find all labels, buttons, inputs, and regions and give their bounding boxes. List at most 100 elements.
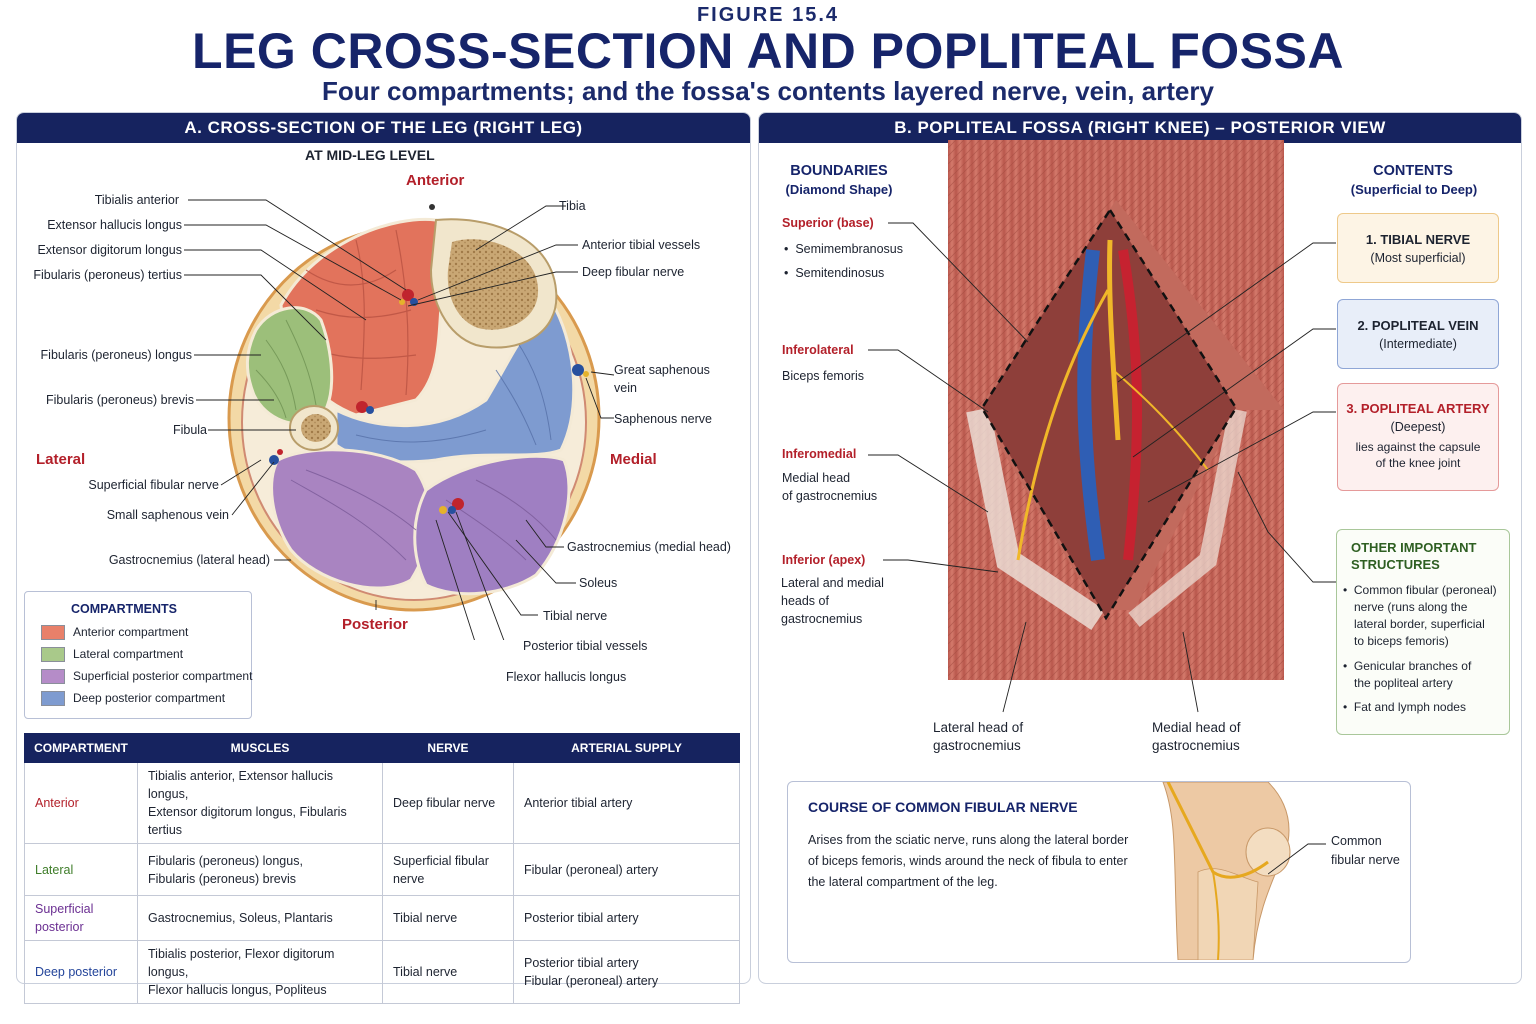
boundary-semitendinosus: • Semitendinosus	[784, 266, 885, 280]
medial-head-label-1: Medial head of	[1152, 720, 1241, 735]
tibia-marrow	[447, 239, 539, 330]
row-artery: Anterior tibial artery	[513, 762, 740, 844]
label-saphenous-nerve: Saphenous nerve	[614, 412, 712, 426]
row-nerve: Tibial nerve	[382, 895, 514, 941]
inferomedial-text-1: Medial head	[782, 471, 851, 485]
legend-swatch-deep-posterior	[41, 691, 65, 706]
label-tibia: Tibia	[559, 199, 586, 213]
row-compartment: Deep posterior	[24, 940, 138, 1004]
row-artery: Fibular (peroneal) artery	[513, 843, 740, 896]
popliteal-fossa-illustration	[948, 140, 1284, 680]
compartment-table: COMPARTMENT MUSCLES NERVE ARTERIAL SUPPL…	[24, 733, 740, 1004]
table-row: Deep posterior Tibialis posterior, Flexo…	[24, 940, 740, 1004]
table-row: Lateral Fibularis (peroneus) longus,Fibu…	[24, 843, 740, 896]
small-saphenous-vein	[269, 449, 283, 465]
inferior-text-2: heads of	[781, 594, 829, 608]
great-saphenous-vein	[572, 364, 589, 377]
superior-base-label: Superior (base)	[782, 216, 874, 230]
label-fibularis-longus: Fibularis (peroneus) longus	[40, 348, 192, 362]
label-soleus: Soleus	[579, 576, 618, 590]
label-deep-fibular-nerve: Deep fibular nerve	[582, 265, 685, 279]
label-great-saphenous-vein: Great saphenous vein	[614, 363, 710, 395]
table-header: ARTERIAL SUPPLY	[513, 733, 740, 763]
row-compartment: Lateral	[24, 843, 138, 896]
label-tibial-nerve: Tibial nerve	[543, 609, 608, 623]
label-gastrocnemius-lateral: Gastrocnemius (lateral head)	[108, 553, 270, 567]
inferior-text-1: Lateral and medial	[781, 576, 884, 590]
common-fibular-label-2: fibular nerve	[1331, 853, 1400, 867]
mid-leg-level-label: AT MID-LEG LEVEL	[305, 147, 435, 163]
lateral-head-label-1: Lateral head of	[933, 720, 1024, 735]
row-muscles: Tibialis anterior, Extensor hallucis lon…	[137, 762, 383, 844]
anterior-label: Anterior	[406, 172, 465, 189]
inferior-apex-label: Inferior (apex)	[782, 553, 866, 567]
medial-head-label-2: gastrocnemius	[1152, 738, 1240, 753]
label-anterior-tibial-vessels: Anterior tibial vessels	[582, 238, 701, 252]
label-flexor-hallucis-longus: Flexor hallucis longus	[506, 670, 627, 684]
calf-muscles	[948, 410, 1284, 680]
common-fibular-label-1: Common	[1331, 834, 1382, 848]
course-text: Arises from the sciatic nerve, runs alon…	[808, 833, 1129, 889]
other-item-fibular-nerve: • Common fibular (peroneal) nerve (runs …	[1343, 583, 1497, 648]
row-muscles: Gastrocnemius, Soleus, Plantaris	[137, 895, 383, 941]
compartments-legend: COMPARTMENTS Anterior compartment Latera…	[24, 591, 252, 719]
label-fibularis-tertius: Fibularis (peroneus) tertius	[33, 268, 182, 282]
label-posterior-tibial-vessels: Posterior tibial vessels	[523, 639, 648, 653]
common-fibular-nerve	[1016, 289, 1110, 561]
legend-swatch-anterior	[41, 625, 65, 640]
boundaries-subtitle: (Diamond Shape)	[785, 182, 893, 197]
boundary-semimembranosus: • Semimembranosus	[784, 242, 904, 256]
knee-nerve-illustration	[1162, 782, 1291, 960]
leg-cross-section-diagram	[184, 199, 615, 640]
content-popliteal-vein: 2. POPLITEAL VEIN (Intermediate)	[1337, 299, 1499, 369]
gastrocnemius-lateral	[270, 448, 432, 590]
contents-subtitle: (Superficial to Deep)	[1350, 182, 1478, 197]
popliteal-artery	[1118, 249, 1143, 561]
legend-title: COMPARTMENTS	[71, 602, 178, 616]
fossa-boundary	[980, 207, 1238, 621]
common-fibular-leader	[1268, 843, 1326, 875]
course-title: COURSE OF COMMON FIBULAR NERVE	[808, 799, 1078, 815]
inferolateral-label: Inferolateral	[782, 343, 854, 357]
row-nerve: Superficial fibular nerve	[382, 843, 514, 896]
inferolateral-text: Biceps femoris	[782, 369, 864, 383]
contents-title: CONTENTS	[1373, 163, 1453, 179]
row-compartment: Superficial posterior	[24, 895, 138, 941]
deep-posterior-compartment	[334, 308, 576, 464]
content-tibial-nerve: 1. TIBIAL NERVE (Most superficial)	[1337, 213, 1499, 283]
boundaries-title: BOUNDARIES	[790, 163, 888, 179]
lateral-head-label-2: gastrocnemius	[933, 738, 1021, 753]
other-item-fat-lymph: • Fat and lymph nodes	[1343, 700, 1466, 714]
inferomedial-label: Inferomedial	[782, 447, 857, 461]
legend-swatch-lateral	[41, 647, 65, 662]
panel-b-leader-lines	[868, 222, 1336, 713]
other-structures-box: OTHER IMPORTANT STRUCTURES • Common fibu…	[1336, 529, 1510, 735]
page-subtitle: Four compartments; and the fossa's conte…	[322, 76, 1214, 106]
row-nerve: Deep fibular nerve	[382, 762, 514, 844]
inferior-text-3: gastrocnemius	[781, 612, 863, 626]
lateral-label: Lateral	[36, 451, 86, 468]
table-header: MUSCLES	[137, 733, 383, 763]
inferomedial-text-2: of gastrocnemius	[782, 489, 878, 503]
row-muscles: Fibularis (peroneus) longus,Fibularis (p…	[137, 843, 383, 896]
fibular-vessels	[356, 401, 374, 414]
course-fibular-nerve-box: COURSE OF COMMON FIBULAR NERVE Arises fr…	[787, 781, 1411, 963]
figure-number: FIGURE 15.4	[696, 4, 840, 26]
other-item-genicular: • Genicular branches of the popliteal ar…	[1343, 659, 1472, 690]
label-small-saphenous-vein: Small saphenous vein	[106, 508, 229, 522]
popliteal-vein	[1077, 249, 1105, 561]
legend-swatch-superficial-posterior	[41, 669, 65, 684]
content-popliteal-artery: 3. POPLITEAL ARTERY (Deepest) lies again…	[1337, 383, 1499, 491]
posterior-label: Posterior	[342, 616, 408, 633]
label-extensor-hallucis-longus: Extensor hallucis longus	[47, 218, 182, 232]
row-muscles: Tibialis posterior, Flexor digitorum lon…	[137, 940, 383, 1004]
table-row: Superficial posterior Gastrocnemius, Sol…	[24, 895, 740, 941]
posterior-tibial-vessels	[439, 498, 464, 514]
table-header: NERVE	[382, 733, 514, 763]
label-gastrocnemius-medial: Gastrocnemius (medial head)	[567, 540, 731, 554]
thigh-muscles	[948, 140, 1284, 410]
panel-a-heading: A. CROSS-SECTION OF THE LEG (RIGHT LEG)	[17, 113, 750, 143]
page-title: LEG CROSS-SECTION AND POPLITEAL FOSSA	[192, 23, 1344, 79]
gastrocnemius-medial	[413, 454, 571, 596]
